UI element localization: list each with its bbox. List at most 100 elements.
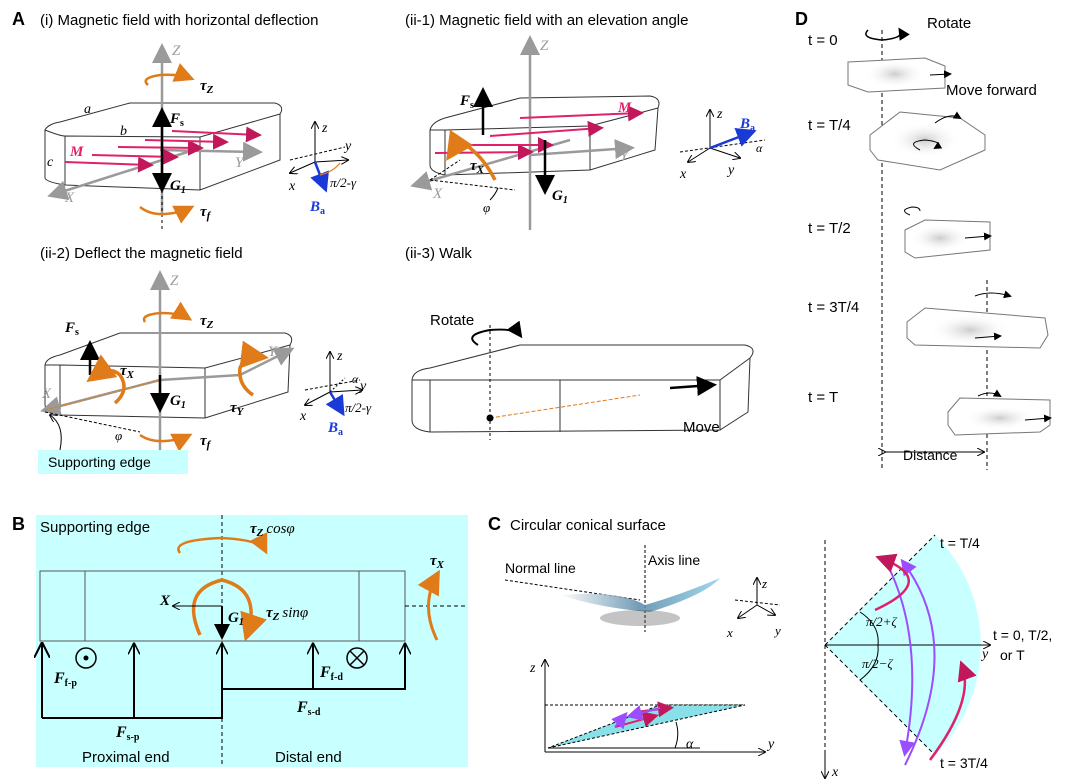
panel-a-i: A (i) Magnetic field with horizontal def…	[12, 9, 357, 230]
panel-a-ii-3: (ii-3) Walk Rotate Move	[405, 245, 754, 440]
panel-d: D Distance Rotate Move forward t = 0 t =…	[795, 9, 1052, 470]
move-forward-label: Move forward	[946, 82, 1037, 99]
tau-z-rotation-icon	[144, 63, 195, 86]
label-b: b	[120, 124, 127, 139]
panel-a-ii3-title: (ii-3) Walk	[405, 245, 472, 262]
label-fs: Fs	[169, 111, 184, 129]
svg-text:z: z	[336, 349, 343, 364]
svg-text:Fs: Fs	[459, 93, 474, 111]
panel-letter-b: B	[12, 514, 25, 534]
coordinate-triad-deflect: z x y α π/2-γ Ba	[299, 349, 372, 438]
time-labels: t = 0 t = T/4 t = T/2 t = 3T/4 t = T	[808, 32, 859, 406]
label-X: X	[64, 190, 75, 206]
svg-text:t = 0, T/2,: t = 0, T/2,	[993, 627, 1052, 643]
svg-text:π/2-γ: π/2-γ	[345, 400, 372, 415]
svg-text:Y: Y	[268, 344, 278, 360]
svg-text:z: z	[761, 576, 767, 591]
panel-letter-d: D	[795, 9, 808, 29]
svg-text:z: z	[529, 661, 536, 676]
svg-text:Y: Y	[620, 148, 630, 164]
svg-text:α: α	[352, 372, 359, 386]
supporting-edge-label: Supporting edge	[48, 454, 151, 470]
svg-text:π/2+ζ: π/2+ζ	[866, 614, 897, 629]
label-M: M	[69, 144, 84, 160]
out-of-page-icon	[75, 647, 97, 669]
panel-letter-a: A	[12, 9, 25, 29]
svg-text:φ: φ	[115, 428, 122, 443]
svg-text:x: x	[299, 409, 307, 424]
svg-text:y: y	[358, 379, 367, 394]
cone-triad: z x y	[726, 576, 781, 640]
svg-text:τX: τX	[470, 158, 485, 176]
svg-text:G1: G1	[552, 188, 568, 206]
rotate-icon	[471, 320, 523, 346]
slab	[44, 102, 283, 191]
label-tau-f: τf	[200, 204, 212, 222]
svg-text:τY: τY	[230, 400, 245, 418]
svg-text:x: x	[831, 765, 839, 780]
panel-a-ii2-title: (ii-2) Deflect the magnetic field	[40, 245, 243, 262]
time-label: t = T/2	[808, 220, 851, 237]
tau-x-rotation-icon	[446, 129, 497, 181]
normal-line-label: Normal line	[505, 560, 576, 576]
panel-b-title: Supporting edge	[40, 519, 150, 536]
svg-text:y: y	[980, 647, 989, 662]
svg-text:Ba: Ba	[327, 420, 343, 438]
rotate-label: Rotate	[430, 312, 474, 329]
time-label: t = 3T/4	[808, 299, 859, 316]
svg-text:α: α	[686, 737, 694, 752]
svg-text:G1: G1	[170, 393, 186, 411]
panel-c: C Circular conical surface Normal line A…	[488, 514, 1052, 780]
svg-text:π/2−ζ: π/2−ζ	[862, 656, 893, 671]
svg-text:Ff-p: Ff-p	[53, 670, 77, 689]
svg-text:τX: τX	[430, 553, 445, 571]
svg-text:Ff-d: Ff-d	[319, 664, 343, 683]
svg-text:X: X	[159, 593, 171, 609]
label-c: c	[47, 155, 54, 170]
y-axis	[159, 141, 263, 162]
panel-a-ii-2: (ii-2) Deflect the magnetic field Z X Y …	[38, 245, 372, 474]
svg-text:Z: Z	[170, 273, 179, 289]
svg-text:X: X	[41, 386, 52, 402]
d-rotate-label: Rotate	[927, 15, 971, 32]
panel-c-title: Circular conical surface	[510, 517, 666, 534]
svg-text:α: α	[756, 141, 763, 155]
svg-text:y: y	[766, 737, 775, 752]
time-label: t = T	[808, 389, 838, 406]
distal-end-label: Distal end	[275, 749, 342, 766]
fan-diagram: π/2+ζ π/2−ζ t = T/4 t = 3T/4 t = 0, T/2,…	[825, 534, 1052, 780]
svg-text:G1: G1	[228, 610, 244, 628]
robot-snapshots	[847, 57, 1052, 436]
panel-a-ii-1: (ii-1) Magnetic field with an elevation …	[405, 12, 766, 230]
axis-line-label: Axis line	[648, 552, 700, 568]
svg-text:Ba: Ba	[739, 116, 755, 134]
time-label: t = T/4	[808, 117, 851, 134]
svg-text:y: y	[343, 139, 352, 154]
svg-text:M: M	[617, 100, 632, 116]
coordinate-triad: z x y π/2-γ Ba	[288, 121, 357, 217]
svg-text:π/2-γ: π/2-γ	[330, 175, 357, 190]
cone-surface	[560, 578, 720, 612]
panel-letter-c: C	[488, 514, 501, 534]
svg-text:x: x	[679, 167, 687, 182]
elevation-plot: z y α	[529, 660, 775, 752]
label-a: a	[84, 102, 91, 117]
svg-text:t = T/4: t = T/4	[940, 535, 980, 551]
svg-text:y: y	[773, 623, 781, 638]
label-tau-z: τZ	[200, 78, 214, 96]
svg-text:z: z	[321, 121, 328, 136]
panel-a-i-title: (i) Magnetic field with horizontal defle…	[40, 12, 318, 29]
supporting-edge-label-bg	[38, 450, 188, 474]
svg-text:Z: Z	[540, 38, 549, 54]
svg-text:τZ: τZ	[200, 313, 214, 331]
coordinate-triad-elevation: z x y α Ba	[679, 107, 766, 182]
label-g1: G1	[170, 178, 186, 196]
svg-text:Ba: Ba	[309, 199, 325, 217]
svg-text:x: x	[726, 625, 733, 640]
move-label: Move	[683, 419, 720, 436]
svg-text:Fs: Fs	[64, 320, 79, 338]
svg-text:x: x	[288, 179, 296, 194]
